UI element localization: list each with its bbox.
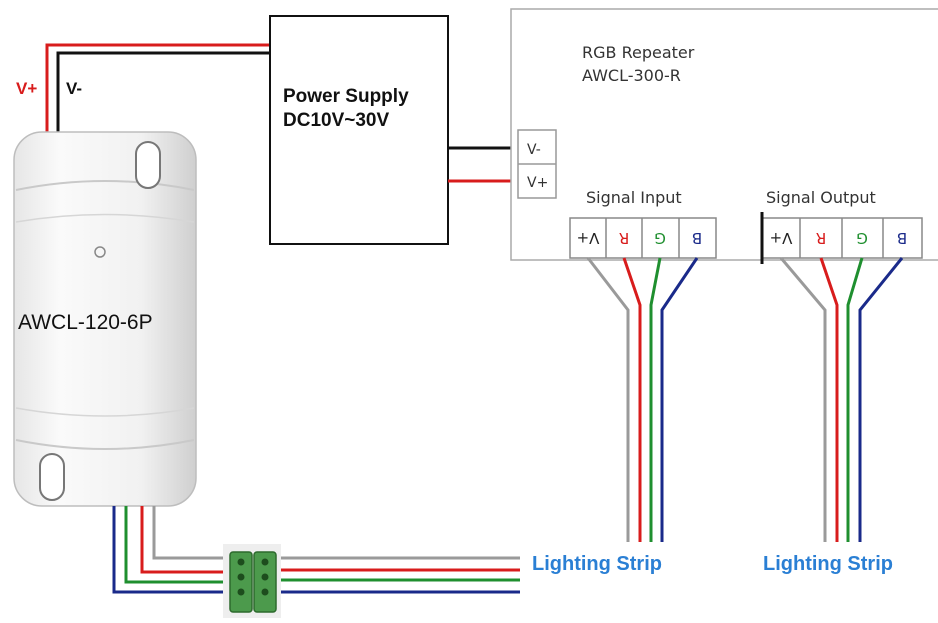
- v-plus-label: V+: [16, 79, 37, 98]
- power-supply-voltage: DC10V~30V: [283, 110, 389, 131]
- red-wire: [819, 257, 839, 542]
- red-wire: [622, 257, 642, 542]
- mount-slot-top: [135, 141, 161, 189]
- green-wire: [649, 257, 662, 542]
- terminal-v-minus: V-: [527, 142, 541, 158]
- blue-wire: [858, 257, 904, 542]
- terminal-connector: [223, 544, 281, 618]
- controller-model: AWCL-120-6P: [18, 311, 153, 334]
- output-terminal-v-plus: V+: [770, 229, 793, 247]
- lighting-strip-1-label: Lighting Strip: [532, 553, 662, 575]
- signal-input-label: Signal Input: [586, 188, 682, 207]
- signal-output-terminal-block: V+ R G B: [760, 212, 923, 264]
- strip-feed-wires: [275, 556, 520, 594]
- signal-output-label: Signal Output: [766, 188, 876, 207]
- rgb-repeater: RGB Repeater AWCL-300-R V- V+ Signal Inp…: [510, 8, 938, 264]
- black-wire: [56, 51, 270, 138]
- mount-slot-bottom: [39, 453, 65, 501]
- blue-wire: [112, 506, 235, 594]
- power-supply-box: [269, 15, 449, 245]
- green-wire: [124, 506, 235, 584]
- output-terminal-r: R: [816, 229, 826, 247]
- output-terminal-b: B: [897, 229, 907, 247]
- power-supply-title: Power Supply: [283, 86, 409, 107]
- gray-wire: [779, 257, 827, 542]
- gray-wire: [586, 257, 630, 542]
- gray-wire: [152, 506, 235, 560]
- terminal-v-plus: V+: [527, 175, 548, 191]
- status-led: [94, 246, 106, 258]
- v-minus-label: V-: [66, 79, 82, 98]
- output-terminal-g: G: [856, 229, 868, 247]
- input-terminal-v-plus: V+: [577, 229, 600, 247]
- green-wire: [846, 257, 864, 542]
- red-wire: [45, 43, 270, 138]
- power-supply: Power Supply DC10V~30V: [269, 15, 449, 245]
- supply-wires: [45, 43, 270, 138]
- red-wire: [140, 506, 235, 574]
- signal-output-wires: [779, 257, 904, 542]
- input-terminal-g: G: [654, 229, 666, 247]
- input-terminal-r: R: [619, 229, 629, 247]
- repeater-title: RGB Repeater: [582, 43, 695, 62]
- repeater-model: AWCL-300-R: [582, 66, 681, 85]
- controller-body: [13, 131, 197, 507]
- signal-input-wires: [586, 257, 699, 542]
- lighting-strip-2-label: Lighting Strip: [763, 553, 893, 575]
- controller-unit: AWCL-120-6P: [13, 131, 197, 507]
- controller-output-wires: [112, 506, 235, 594]
- blue-wire: [660, 257, 699, 542]
- signal-input-terminal-block: V+ R G B: [569, 217, 717, 259]
- input-terminal-b: B: [692, 229, 702, 247]
